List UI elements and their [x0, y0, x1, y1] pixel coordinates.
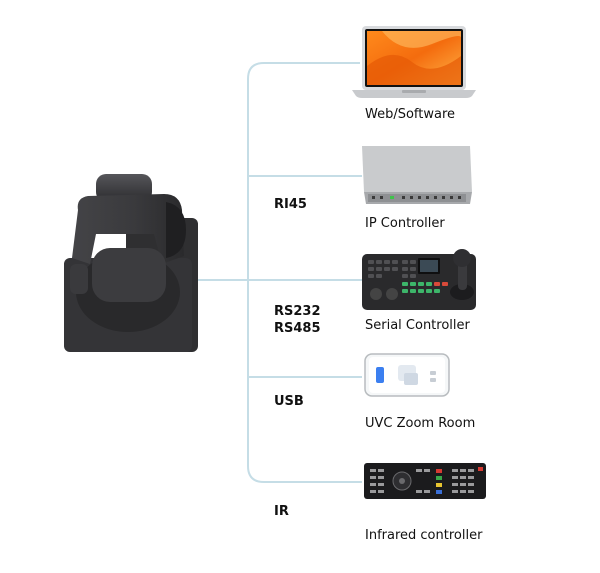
- protocol-label-ir: IR: [274, 504, 289, 519]
- protocol-label-usb: USB: [274, 394, 304, 409]
- ir-remote-icon: [364, 463, 486, 499]
- protocol-label-rs485: RS485: [274, 321, 321, 336]
- ptz-camera-icon: [64, 174, 198, 352]
- device-label-uvc-zoom-room: UVC Zoom Room: [365, 416, 476, 431]
- network-switch-icon: [362, 146, 472, 204]
- device-label-web-software: Web/Software: [365, 107, 456, 122]
- device-label-infrared-controller: Infrared controller: [365, 528, 483, 543]
- device-label-ip-controller: IP Controller: [365, 216, 445, 231]
- ptz-keyboard-controller-icon: [362, 249, 476, 310]
- device-label-serial-controller: Serial Controller: [365, 318, 470, 333]
- protocol-label-ri45: RI45: [274, 197, 307, 212]
- protocol-label-rs232: RS232: [274, 304, 321, 319]
- smartphone-icon: [364, 353, 450, 397]
- laptop-icon: [352, 26, 476, 98]
